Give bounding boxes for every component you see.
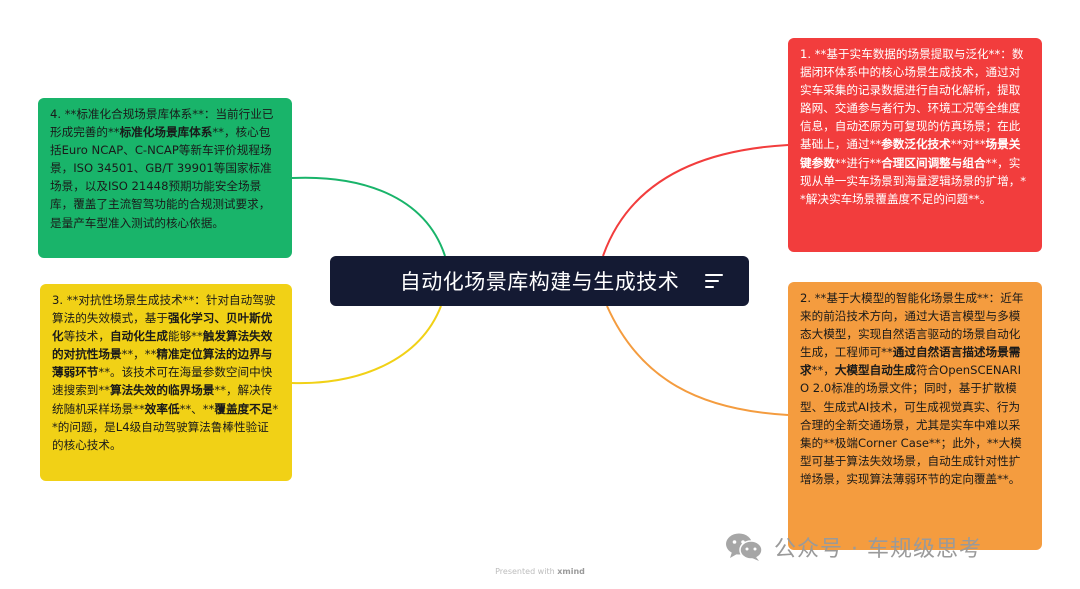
watermark: 公众号 · 车规级思考 — [724, 527, 982, 567]
topic-text-run: **对** — [950, 137, 986, 152]
topic-text-run: **，核心包括Euro NCAP、C-NCAP等新车评价规程场景，ISO 345… — [50, 125, 272, 230]
connector-line-4 — [291, 176, 446, 257]
connector-line-2 — [606, 305, 789, 416]
footer-prefix: Presented with — [495, 567, 555, 576]
topic-text-run: 效率低 — [144, 401, 180, 416]
topic-text-run: 覆盖度不足 — [214, 401, 273, 416]
topic-text-run: **。该技术可在海量参数空间中快速搜索到** — [52, 365, 273, 398]
topic-text-run: 符合OpenSCENARIO 2.0标准的场景文件；同时，基于扩散模型、生成式A… — [800, 363, 1022, 486]
topic-text-run: 3. **对抗性场景生成技术**：针对自动驾驶算法的失效模式，基于 — [52, 293, 276, 326]
topic-text-run: 触发算法失效的对抗性场景 — [52, 329, 273, 362]
topic-text-run: 等技术， — [63, 329, 110, 344]
footer-brand: xmind — [557, 567, 585, 576]
topic-text-run: 合理区间调整与组合 — [881, 155, 986, 170]
topic-text-run: **，实现从单一实车场景到海量逻辑场景的扩增，**解决实车场景覆盖度不足的问题*… — [800, 155, 1027, 206]
topic-text-run: 场景关键参数 — [800, 137, 1021, 170]
topic-text-run: 自动化生成 — [110, 329, 168, 344]
topic-text-run: 算法失效的临界场景 — [109, 383, 215, 398]
menu-icon[interactable] — [705, 273, 725, 289]
presented-with-footer: Presented with xmind — [0, 567, 1080, 576]
topic-text-run: **，解决传统随机采样场景** — [52, 383, 273, 416]
connector-line-1 — [602, 144, 789, 257]
wechat-icon — [726, 533, 763, 561]
topic-text-run: 强化学习、贝叶斯优化 — [52, 311, 273, 344]
topic-1[interactable]: 1. **基于实车数据的场景提取与泛化**：数据闭环体系中的核心场景生成技术，通… — [788, 38, 1042, 252]
topic-text-run: 精准定位算法的边界与薄弱环节 — [52, 347, 273, 380]
topic-text-run: 4. **标准化合规场景库体系**：当前行业已形成完善的** — [50, 107, 274, 140]
central-topic[interactable]: 自动化场景库构建与生成技术 — [330, 256, 749, 306]
central-topic-title: 自动化场景库构建与生成技术 — [399, 270, 680, 294]
topic-text-run: 大模型自动生成 — [834, 363, 916, 378]
topic-text-run: **、** — [179, 401, 215, 416]
topic-text-run: 能够** — [167, 329, 203, 344]
topic-text-run: **的问题，是L4级自动驾驶算法鲁棒性验证的核心技术。 — [52, 401, 279, 452]
topic-text-run: 2. **基于大模型的智能化场景生成**：近年来的前沿技术方向，通过大语言模型与… — [800, 291, 1024, 360]
connector-line-3 — [291, 305, 442, 385]
topic-text-run: **进行** — [834, 155, 882, 170]
watermark-text: 公众号 · 车规级思考 — [774, 537, 982, 562]
topic-text-run: 参数泛化技术 — [881, 137, 951, 152]
topic-text-run: 1. **基于实车数据的场景提取与泛化**：数据闭环体系中的核心场景生成技术，通… — [800, 47, 1024, 152]
topic-text-run: 标准化场景库体系 — [119, 125, 213, 140]
topic-3[interactable]: 3. **对抗性场景生成技术**：针对自动驾驶算法的失效模式，基于强化学习、贝叶… — [40, 284, 292, 481]
topic-4[interactable]: 4. **标准化合规场景库体系**：当前行业已形成完善的**标准化场景库体系**… — [38, 98, 292, 258]
topic-text-run: **，** — [121, 347, 157, 362]
topic-2[interactable]: 2. **基于大模型的智能化场景生成**：近年来的前沿技术方向，通过大语言模型与… — [788, 282, 1042, 550]
topic-text-run: 通过自然语言描述场景需求 — [800, 345, 1021, 378]
topic-text-run: **， — [811, 363, 835, 378]
